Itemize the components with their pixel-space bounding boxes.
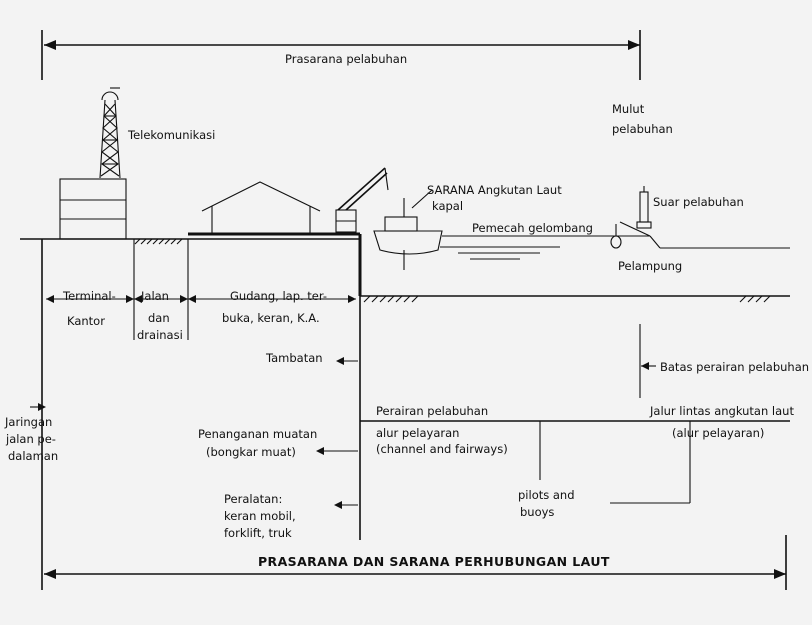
jaringan-arrow	[30, 403, 46, 411]
crane-icon	[335, 167, 389, 233]
batas-perairan-label: Batas perairan pelabuhan	[660, 360, 809, 374]
telecom-tower-icon	[99, 87, 121, 179]
kapal-label: kapal	[432, 199, 463, 213]
jalan-label: Jalan	[140, 289, 169, 303]
sarana-angkutan-label: SARANA Angkutan Laut	[427, 183, 562, 197]
jaringan-label-line1: Jaringan	[4, 415, 52, 429]
batas-perairan-marker	[639, 324, 656, 398]
tambatan-arrow	[336, 357, 358, 365]
channel-fairways-label: (channel and fairways)	[376, 442, 508, 456]
ground-line	[20, 232, 362, 296]
pilots-label-line1: pilots and	[518, 488, 575, 502]
dan-label: dan	[148, 311, 170, 325]
perairan-pelabuhan-label: Perairan pelabuhan	[376, 404, 488, 418]
kantor-label: Kantor	[67, 314, 105, 328]
prasarana-pelabuhan-label: Prasarana pelabuhan	[285, 52, 407, 66]
jaringan-label-line3: dalaman	[8, 449, 58, 463]
land-zone-dividers	[41, 239, 361, 590]
pemecah-gelombang-label: Pemecah gelombang	[472, 221, 593, 235]
penanganan-label-line1: Penanganan muatan	[198, 427, 317, 441]
jalur-alur-label: (alur pelayaran)	[672, 426, 764, 440]
tambatan-label: Tambatan	[265, 351, 323, 365]
ship-icon	[373, 189, 443, 270]
telekomunikasi-label: Telekomunikasi	[127, 128, 215, 142]
mulut-label: Mulut	[612, 102, 645, 116]
office-building-icon	[59, 178, 127, 240]
gudang-label-line2: buka, keran, K.A.	[222, 311, 320, 325]
prasarana-dimension-line	[41, 30, 641, 80]
mulut-pelabuhan-label: pelabuhan	[612, 122, 673, 136]
water-surface	[440, 246, 790, 260]
terminal-label: Terminal-	[62, 289, 116, 303]
pilots-label-line2: buoys	[520, 505, 554, 519]
suar-pelabuhan-label: Suar pelabuhan	[653, 195, 744, 209]
buoy-icon	[610, 224, 622, 249]
penanganan-label-line2: (bongkar muat)	[206, 445, 296, 459]
peralatan-arrow	[334, 501, 358, 509]
seabed	[360, 295, 790, 303]
lighthouse-icon	[636, 186, 652, 229]
warehouse-icon	[201, 181, 321, 234]
pelampung-label: Pelampung	[618, 259, 682, 273]
peralatan-label-line1: Peralatan:	[224, 492, 282, 506]
peralatan-label-line3: forklift, truk	[224, 526, 292, 540]
alur-pelayaran-label: alur pelayaran	[376, 426, 459, 440]
peralatan-label-line2: keran mobil,	[224, 509, 296, 523]
jaringan-label-line2: jalan pe-	[5, 432, 56, 446]
bottom-dimension-line	[44, 535, 787, 590]
penanganan-arrow	[316, 447, 358, 455]
gudang-label-line1: Gudang, lap. ter-	[230, 289, 327, 303]
drainasi-label: drainasi	[137, 328, 183, 342]
bottom-title: PRASARANA DAN SARANA PERHUBUNGAN LAUT	[258, 554, 610, 569]
channel-lines	[360, 420, 790, 504]
jalur-lintas-label: Jalur lintas angkutan laut	[649, 404, 794, 418]
